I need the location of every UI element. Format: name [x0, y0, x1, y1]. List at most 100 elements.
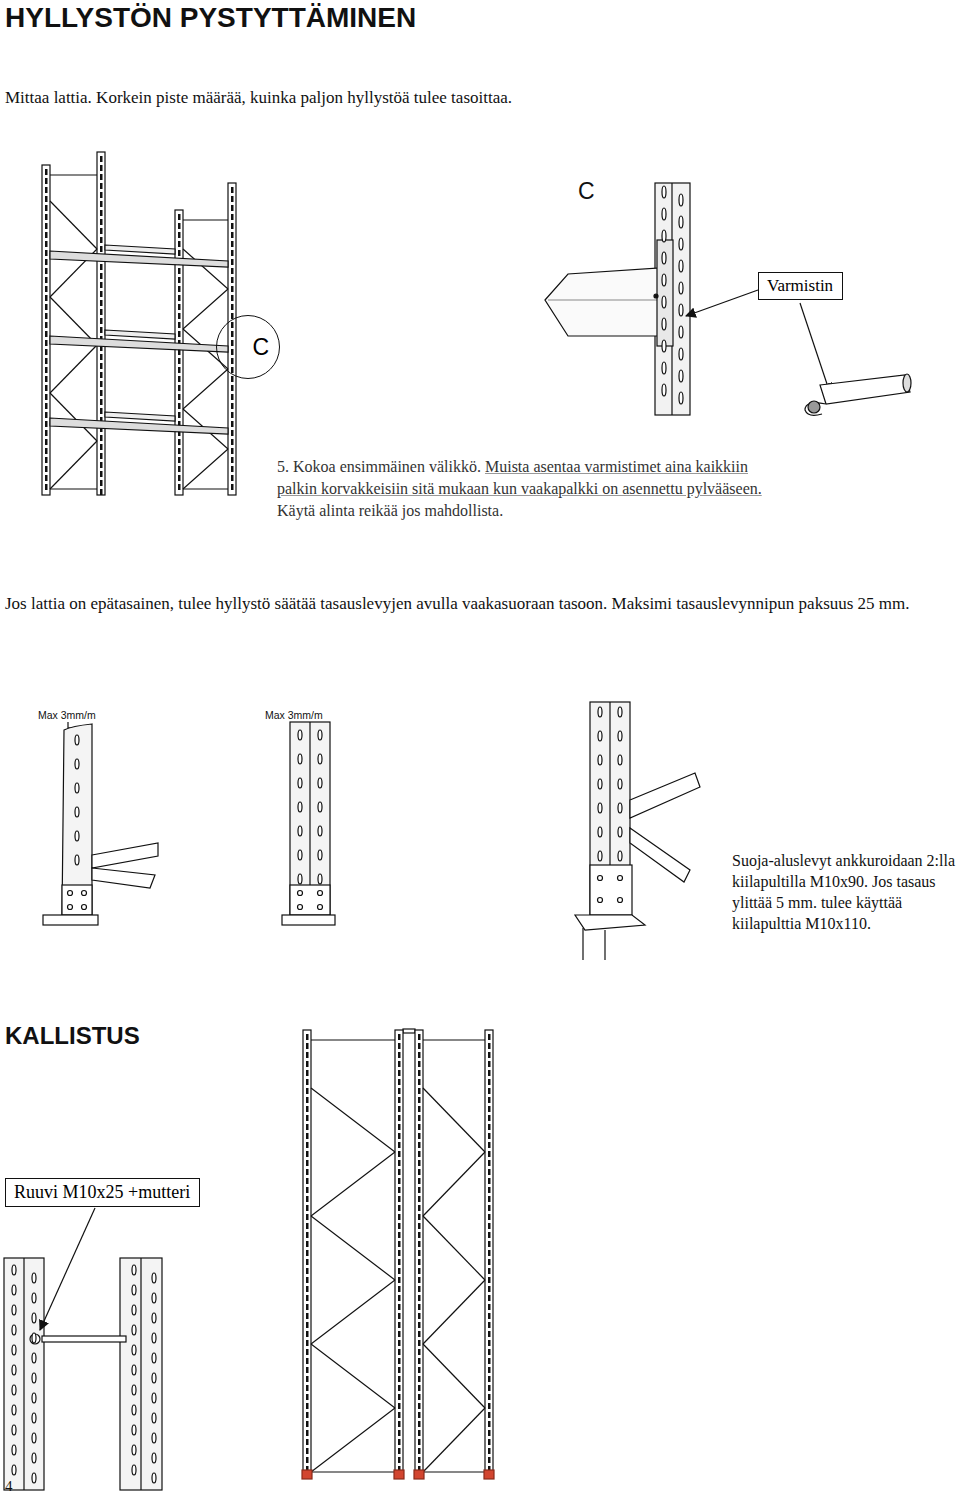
- drawing-part: [45, 214, 48, 220]
- drawing-part: [488, 1277, 491, 1283]
- rack-illustration: [42, 152, 236, 495]
- foot-plate: [414, 1470, 424, 1479]
- drawing-part: [679, 304, 683, 316]
- drawing-part: [231, 196, 234, 202]
- brace: [50, 488, 97, 489]
- drawing-part: [398, 1430, 401, 1436]
- drawing-part: [178, 304, 181, 310]
- drawing-part: [398, 1169, 401, 1175]
- tilt-illustration: [4, 1029, 494, 1490]
- drawing-part: [398, 1115, 401, 1121]
- drawing-part: [306, 1232, 309, 1238]
- brace: [183, 488, 228, 489]
- drawing-part: [152, 1273, 156, 1283]
- drawing-part: [178, 376, 181, 382]
- drawing-part: [618, 876, 623, 881]
- drawing-part: [178, 295, 181, 301]
- drawing-part: [488, 1403, 491, 1409]
- drawing-part: [178, 457, 181, 463]
- drawing-part: [306, 1331, 309, 1337]
- drawing-part: [398, 1313, 401, 1319]
- drawing-part: [231, 475, 234, 481]
- drawing-part: [231, 205, 234, 211]
- drawing-part: [418, 1394, 421, 1400]
- drawing-part: [100, 318, 103, 324]
- brace: [311, 1039, 395, 1040]
- drawing-part: [178, 385, 181, 391]
- detail-letter: C: [578, 178, 618, 205]
- drawing-part: [100, 291, 103, 297]
- drawing-part: [662, 362, 666, 374]
- drawing-part: [231, 484, 234, 490]
- drawing-part: [298, 730, 302, 740]
- drawing-part: [306, 1295, 309, 1301]
- upright: [415, 1030, 423, 1478]
- drawing-part: [418, 1178, 421, 1184]
- drawing-part: [132, 1285, 136, 1295]
- foot-plate: [394, 1470, 404, 1479]
- drawing-part: [306, 1070, 309, 1076]
- upright: [303, 1030, 311, 1478]
- drawing-part: [45, 331, 48, 337]
- drawing-part: [45, 205, 48, 211]
- drawing-part: [306, 1178, 309, 1184]
- drawing-part: [398, 1457, 401, 1463]
- drawing-part: [488, 1340, 491, 1346]
- brace: [311, 1408, 395, 1472]
- drawing-part: [488, 1214, 491, 1220]
- drawing-part: [45, 268, 48, 274]
- drawing-part: [306, 1430, 309, 1436]
- drawing-part: [32, 1333, 36, 1343]
- drawing-part: [231, 241, 234, 247]
- drawing-part: [398, 1259, 401, 1265]
- drawing-part: [306, 1259, 309, 1265]
- detail-circle: C: [216, 315, 280, 379]
- drawing-part: [178, 439, 181, 445]
- instruction-text: Jos lattia on epätasainen, tulee hyllyst…: [5, 592, 950, 615]
- instruction-text: Mittaa lattia. Korkein piste määrää, kui…: [5, 88, 905, 108]
- brace: [183, 289, 228, 329]
- drawing-part: [306, 1286, 309, 1292]
- drawing-part: [418, 1286, 421, 1292]
- drawing-part: [418, 1223, 421, 1229]
- drawing-part: [488, 1151, 491, 1157]
- drawing-part: [178, 241, 181, 247]
- drawing-part: [45, 484, 48, 490]
- drawing-part: [488, 1097, 491, 1103]
- drawing-part: [100, 237, 103, 243]
- drawing-part: [418, 1196, 421, 1202]
- drawing-part: [418, 1340, 421, 1346]
- drawing-part: [306, 1340, 309, 1346]
- step-text: Käytä alinta reikää jos mahdollista.: [277, 502, 503, 519]
- drawing-part: [178, 223, 181, 229]
- drawing-part: [45, 250, 48, 256]
- drawing-part: [662, 274, 666, 286]
- drawing-part: [132, 1405, 136, 1415]
- drawing-part: [398, 1349, 401, 1355]
- drawing-part: [398, 1205, 401, 1211]
- drawing-part: [398, 1106, 401, 1112]
- drawing-part: [318, 802, 322, 812]
- drawing-part: [75, 735, 79, 745]
- drawing-part: [398, 1187, 401, 1193]
- drawing-part: [45, 376, 48, 382]
- drawing-part: [231, 394, 234, 400]
- drawing-part: [398, 1214, 401, 1220]
- drawing-part: [306, 1169, 309, 1175]
- drawing-part: [398, 1394, 401, 1400]
- drawing-part: [178, 331, 181, 337]
- drawing-part: [100, 372, 103, 378]
- drawing-part: [231, 466, 234, 472]
- drawing-part: [488, 1358, 491, 1364]
- drawing-part: [178, 268, 181, 274]
- drawing-part: [306, 1322, 309, 1328]
- drawing-part: [152, 1433, 156, 1443]
- drawing-part: [32, 1453, 36, 1463]
- drawing-part: [45, 196, 48, 202]
- drawing-part: [679, 282, 683, 294]
- drawing-part: [679, 238, 683, 250]
- drawing-part: [398, 1133, 401, 1139]
- drawing-part: [488, 1079, 491, 1085]
- drawing-part: [488, 1142, 491, 1148]
- drawing-part: [488, 1196, 491, 1202]
